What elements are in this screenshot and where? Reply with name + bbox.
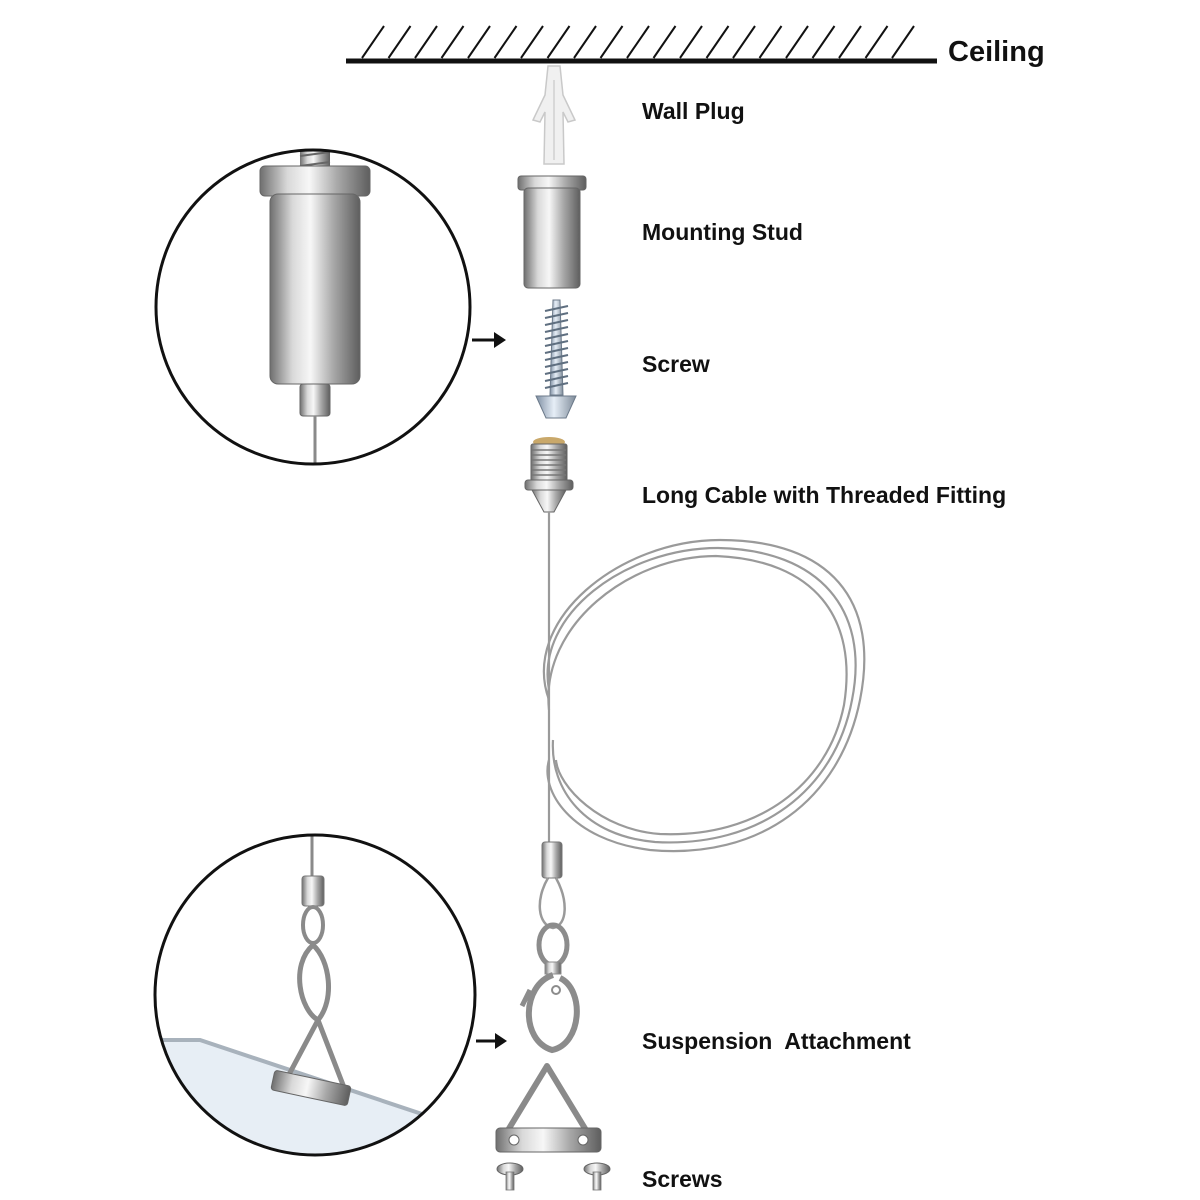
zoom-detail-suspension — [153, 833, 477, 1157]
screws-label: Screws — [642, 1166, 723, 1192]
ceiling-hatch-mark — [467, 25, 491, 59]
ceiling-hatch-mark — [493, 25, 518, 59]
ceiling-hatch-mark — [732, 25, 756, 59]
arrow-right-icon — [472, 332, 506, 348]
swivel-hook-icon — [519, 922, 580, 1054]
ceiling-hatch-mark — [652, 25, 677, 59]
screw-thread — [544, 312, 569, 319]
screw-thread — [544, 326, 569, 333]
ceiling-hatch-mark — [864, 25, 889, 59]
wall-plug-label: Wall Plug — [642, 98, 745, 124]
screw-thread — [544, 382, 569, 389]
cable-ferrule-icon — [538, 841, 566, 930]
screw-thread — [544, 368, 569, 375]
ceiling-hatch-mark — [679, 25, 703, 59]
wall-plug-icon — [531, 65, 577, 165]
screw-thread — [544, 305, 569, 312]
triangle-hanger-icon — [495, 1063, 602, 1153]
screw-thread — [544, 347, 569, 354]
ceiling-hatch-mark — [440, 25, 465, 59]
screw-thread — [544, 340, 569, 347]
ceiling-hatch-mark — [361, 25, 385, 59]
zoom-detail-mounting-stud — [154, 148, 472, 466]
ceiling-hatch-mark — [705, 25, 730, 59]
screw-thread — [544, 375, 569, 382]
ceiling-hatch-mark — [785, 25, 809, 59]
mounting-stud-label: Mounting Stud — [642, 219, 803, 245]
cable-label: Long Cable with Threaded Fitting — [642, 482, 1007, 508]
ceiling-hatch-mark — [387, 25, 412, 59]
ceiling-hatch-mark — [891, 25, 915, 59]
threaded-fitting-icon — [524, 437, 574, 513]
ceiling-hatch-mark — [520, 25, 544, 59]
ceiling-hatch-mark — [573, 25, 597, 59]
ceiling-hatch-mark — [626, 25, 650, 59]
cable-coil-icon — [542, 512, 866, 853]
screw-icon — [535, 299, 577, 419]
ceiling-hatch-mark — [838, 25, 862, 59]
screw-thread — [544, 361, 569, 368]
ceiling-hatch-mark — [546, 25, 571, 59]
suspension-attachment-label: Suspension Attachment — [642, 1028, 911, 1054]
ceiling-hatch-mark — [758, 25, 783, 59]
small-screws-icon — [496, 1162, 611, 1191]
ceiling-hatch-mark — [414, 25, 438, 59]
ceiling-hatch-mark — [599, 25, 624, 59]
screw-thread — [544, 319, 569, 326]
mounting-stud-icon — [517, 175, 587, 289]
screw-label: Screw — [642, 351, 710, 377]
ceiling-hatch-mark — [811, 25, 836, 59]
ceiling-line — [346, 25, 937, 64]
screw-thread — [544, 354, 569, 361]
screw-thread — [544, 333, 569, 340]
arrow-right-icon — [476, 1033, 507, 1049]
ceiling-label: Ceiling — [948, 36, 1045, 68]
